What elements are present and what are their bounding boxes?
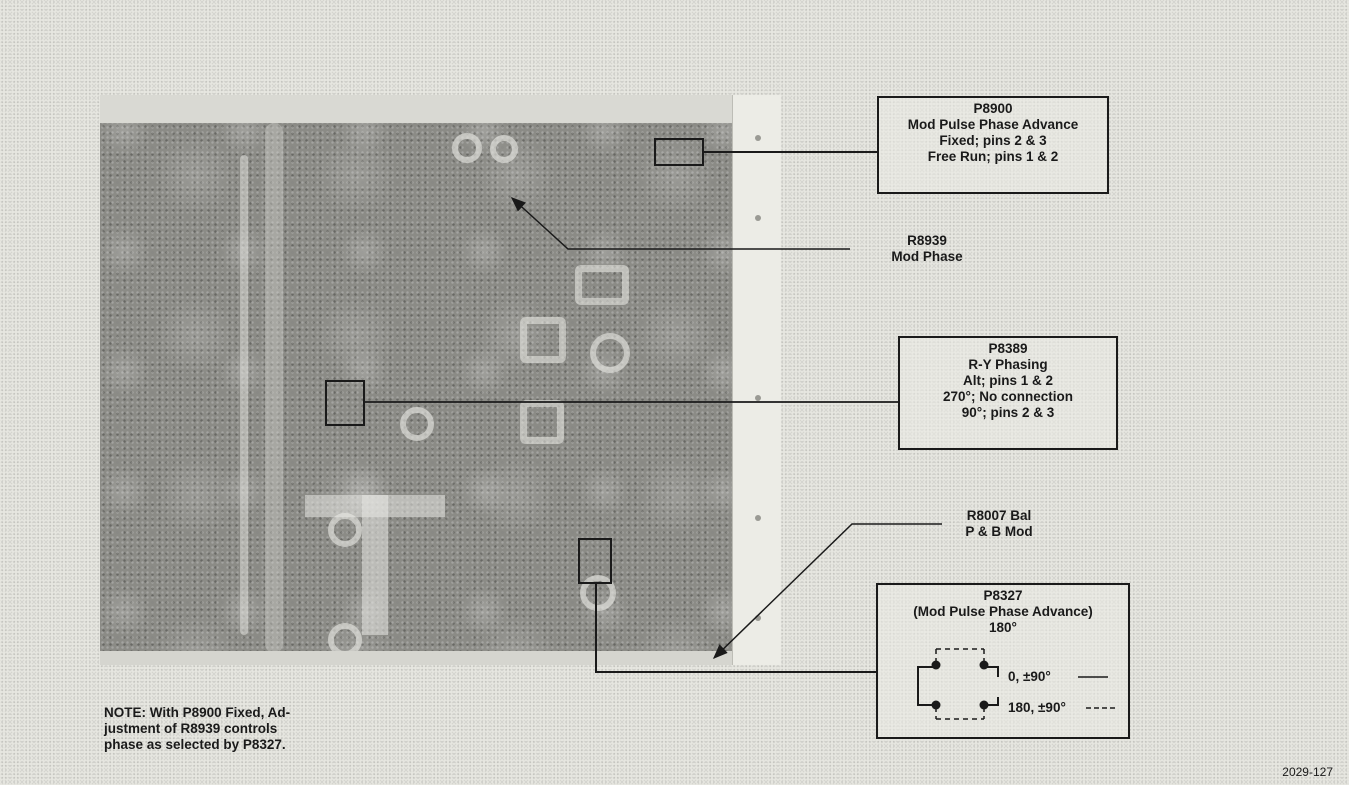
r8939-label: R8939 Mod Phase	[852, 233, 1002, 265]
panel-hole	[755, 135, 761, 141]
pin	[979, 700, 989, 710]
r8007-leader	[712, 523, 942, 660]
board-trace	[362, 495, 388, 635]
r8007-label: R8007 Bal P & B Mod	[944, 508, 1054, 540]
figure-number: 2029-127	[1282, 765, 1333, 779]
p8327-180-label: 180°	[989, 620, 1017, 635]
circuit-board-photo	[100, 95, 732, 665]
p8327-title: P8327	[983, 588, 1023, 603]
p8900-fixed-setting: Fixed; pins 2 & 3	[939, 133, 1047, 148]
p8389-270-setting: 270°; No connection	[943, 389, 1073, 404]
solid-jumper-right-top	[984, 666, 999, 677]
p8327-callout: P8327 (Mod Pulse Phase Advance) 180° 0, …	[876, 583, 1130, 739]
p8900-description: Mod Pulse Phase Advance	[907, 117, 1079, 132]
solid-jumper-left	[917, 666, 936, 706]
panel-hole	[755, 515, 761, 521]
p8389-description: R-Y Phasing	[968, 357, 1048, 372]
p8900-callout: P8900 Mod Pulse Phase Advance Fixed; pin…	[877, 96, 1109, 194]
board-component	[400, 407, 434, 441]
p8389-90-setting: 90°; pins 2 & 3	[961, 405, 1055, 420]
p8327-jumper-diagram	[917, 648, 1116, 720]
board-component	[328, 513, 362, 547]
board-component	[590, 333, 630, 373]
board-component	[452, 133, 482, 163]
note-line: phase as selected by P8327.	[104, 737, 286, 752]
board-rib	[240, 155, 248, 635]
board-rib	[265, 123, 283, 653]
board-component	[520, 317, 566, 363]
board-component	[580, 575, 616, 611]
note-line: NOTE: With P8900 Fixed, Ad-	[104, 705, 291, 720]
note-line: justment of R8939 controls	[104, 721, 278, 736]
panel-hole	[755, 215, 761, 221]
p8389-alt-setting: Alt; pins 1 & 2	[962, 373, 1053, 388]
board-top-edge	[100, 95, 732, 123]
p8900-title: P8900	[973, 101, 1013, 116]
r8007-description: P & B Mod	[965, 524, 1033, 539]
board-component	[575, 265, 629, 305]
panel-hole	[755, 395, 761, 401]
p8389-title: P8389	[988, 341, 1028, 356]
pin	[931, 660, 941, 670]
panel-hole	[755, 615, 761, 621]
legend-solid-label: 0, ±90°	[1008, 669, 1051, 684]
board-component	[520, 400, 564, 444]
p8327-description: (Mod Pulse Phase Advance)	[913, 604, 1093, 619]
note-text: NOTE: With P8900 Fixed, Ad- justment of …	[104, 705, 384, 753]
pin	[979, 660, 989, 670]
r8939-title: R8939	[907, 233, 947, 248]
p8327-location-marker	[578, 538, 612, 584]
chassis-panel	[732, 95, 781, 665]
p8900-free-run-setting: Free Run; pins 1 & 2	[927, 149, 1059, 164]
pin	[931, 700, 941, 710]
r8007-title: R8007 Bal	[966, 508, 1032, 523]
p8389-callout: P8389 R-Y Phasing Alt; pins 1 & 2 270°; …	[898, 336, 1118, 450]
legend-dashed-label: 180, ±90°	[1008, 700, 1066, 715]
r8939-description: Mod Phase	[891, 249, 963, 264]
p8389-location-marker	[325, 380, 365, 426]
p8327-leader	[595, 583, 876, 673]
solid-jumper-right-bottom	[984, 697, 999, 706]
p8900-location-marker	[654, 138, 704, 166]
r8939-leader	[510, 196, 850, 250]
board-bottom-edge	[100, 651, 732, 665]
board-component	[490, 135, 518, 163]
